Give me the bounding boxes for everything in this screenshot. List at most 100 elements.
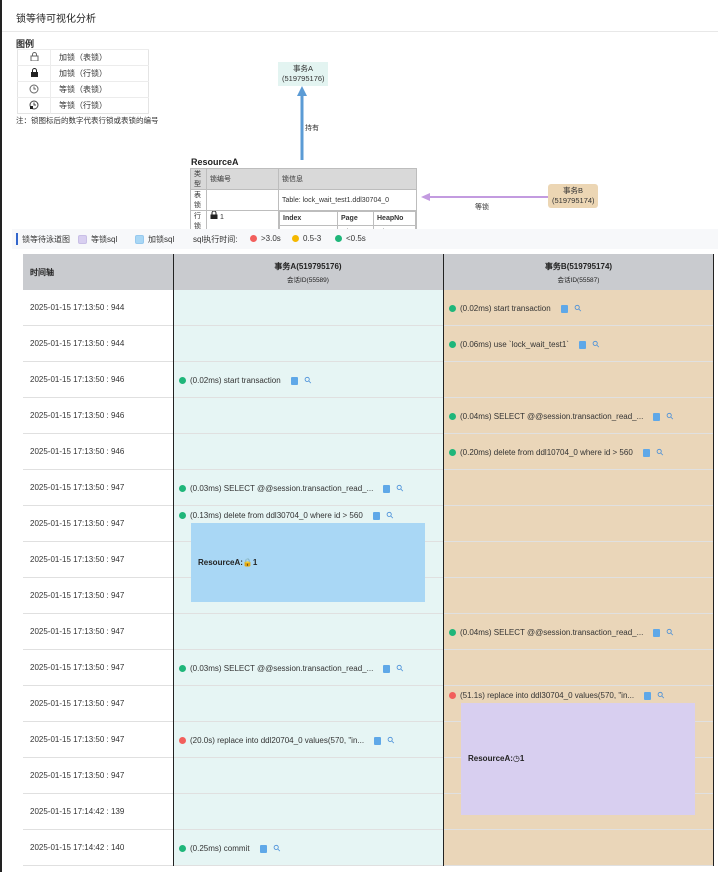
legend-label: 等锁（表锁） bbox=[50, 81, 149, 98]
copy-icon[interactable] bbox=[259, 844, 267, 853]
green-status-dot-icon bbox=[179, 665, 186, 672]
copy-icon[interactable] bbox=[653, 412, 661, 421]
timestamp: 2025-01-15 17:13:50 : 947 bbox=[30, 519, 125, 528]
legend-title: 图例 bbox=[16, 39, 35, 49]
table-lock-info: Table: lock_wait_test1.ddl30704_0 bbox=[278, 189, 417, 211]
sql-text: (20.0s) replace into ddl20704_0 values(5… bbox=[190, 736, 365, 745]
row-wait-icon bbox=[17, 97, 51, 114]
copy-icon[interactable] bbox=[372, 511, 380, 520]
header-num: 锁编号 bbox=[206, 168, 279, 190]
red-dot-icon bbox=[250, 235, 257, 242]
green-dot-icon bbox=[335, 235, 342, 242]
swimlane-title-text: 锁等待泳道图 bbox=[22, 235, 70, 244]
wait-sql-swatch bbox=[78, 235, 87, 244]
transaction-a-node[interactable]: 事务A(519795176) bbox=[278, 62, 328, 86]
lock-resource-box[interactable]: ResourceA:🔒1 bbox=[191, 523, 425, 603]
sql-text: (0.04ms) SELECT @@session.transaction_re… bbox=[460, 412, 644, 421]
timestamp: 2025-01-15 17:13:50 : 947 bbox=[30, 771, 125, 780]
green-status-dot-icon bbox=[449, 305, 456, 312]
wait-resource-box[interactable]: ResourceA:◷1 bbox=[461, 703, 695, 815]
legend-row: 等锁（表锁） bbox=[17, 81, 149, 98]
copy-icon[interactable] bbox=[644, 691, 652, 700]
sql-statement[interactable]: (51.1s) replace into ddl30704_0 values(5… bbox=[449, 689, 667, 701]
copy-icon[interactable] bbox=[374, 736, 382, 745]
timeline-row: 2025-01-15 17:13:50 : 947 bbox=[23, 470, 714, 506]
timestamp: 2025-01-15 17:13:50 : 947 bbox=[30, 591, 125, 600]
red-status-dot-icon bbox=[449, 692, 456, 699]
section-marker bbox=[16, 233, 18, 245]
legend-label: 加锁（行锁） bbox=[50, 65, 149, 82]
wait-arrow bbox=[421, 193, 430, 201]
copy-icon[interactable] bbox=[642, 448, 650, 457]
swimlane-header: 时间轴 事务A(519795176)会话ID(55589) 事务B(519795… bbox=[23, 254, 714, 290]
timestamp: 2025-01-15 17:13:50 : 947 bbox=[30, 627, 125, 636]
swimlane-legend-bar: 锁等待泳道图 等锁sql 加锁sql sql执行时间: >3.0s 0.5-3 … bbox=[12, 229, 718, 249]
mid-legend: 0.5-3 bbox=[292, 234, 321, 243]
wait-sql-legend: 等锁sql bbox=[78, 234, 117, 245]
table-lock-num bbox=[206, 189, 279, 211]
hold-edge-label: 持有 bbox=[305, 125, 319, 132]
timeline-row: 2025-01-15 17:13:50 : 947 bbox=[23, 650, 714, 686]
sql-statement[interactable]: (0.03ms) SELECT @@session.transaction_re… bbox=[179, 482, 406, 494]
sub-header-index: Index bbox=[279, 211, 338, 226]
timeline-row: 2025-01-15 17:13:50 : 947 bbox=[23, 758, 714, 794]
sql-statement[interactable]: (0.04ms) SELECT @@session.transaction_re… bbox=[449, 626, 676, 638]
timeline-row: 2025-01-15 17:13:50 : 947 bbox=[23, 578, 714, 614]
timestamp: 2025-01-15 17:13:50 : 944 bbox=[30, 339, 125, 348]
copy-icon[interactable] bbox=[653, 628, 661, 637]
yellow-dot-icon bbox=[292, 235, 299, 242]
copy-icon[interactable] bbox=[578, 340, 586, 349]
row-lock-num: 1 bbox=[219, 214, 224, 221]
sql-statement[interactable]: (0.25ms) commit⚲ bbox=[179, 842, 282, 854]
resource-title: ResourceA bbox=[191, 157, 239, 167]
copy-icon[interactable] bbox=[560, 304, 568, 313]
timeline-row: 2025-01-15 17:14:42 : 140 bbox=[23, 830, 714, 866]
timeline-row: 2025-01-15 17:13:50 : 947 bbox=[23, 722, 714, 758]
resource-box-label: ResourceA:🔒1 bbox=[198, 557, 258, 567]
timestamp: 2025-01-15 17:14:42 : 139 bbox=[30, 807, 125, 816]
legend-row: 加锁（行锁） bbox=[17, 65, 149, 82]
exec-time-label: sql执行时间: bbox=[193, 234, 237, 245]
timestamp: 2025-01-15 17:13:50 : 946 bbox=[30, 447, 125, 456]
sql-statement[interactable]: (0.03ms) SELECT @@session.transaction_re… bbox=[179, 662, 406, 674]
timeline-row: 2025-01-15 17:13:50 : 947 bbox=[23, 614, 714, 650]
sql-statement[interactable]: (20.0s) replace into ddl20704_0 values(5… bbox=[179, 734, 397, 746]
red-status-dot-icon bbox=[179, 737, 186, 744]
green-status-dot-icon bbox=[179, 377, 186, 384]
copy-icon[interactable] bbox=[383, 664, 391, 673]
transaction-a-header: 事务A(519795176)会话ID(55589) bbox=[173, 261, 443, 284]
tx-b-name: 事务B(519795174) bbox=[544, 262, 613, 271]
tx-b-session: 会话ID(55587) bbox=[557, 277, 600, 284]
sql-statement[interactable]: (0.13ms) delete from ddl30704_0 where id… bbox=[179, 509, 396, 521]
timeline-row: 2025-01-15 17:13:50 : 946 bbox=[23, 362, 714, 398]
swimlane-title: 锁等待泳道图 bbox=[22, 234, 70, 245]
legend-note: 注：锁图标后的数字代表行锁或表锁的编号 bbox=[16, 116, 159, 125]
legend-row: 等锁（行锁） bbox=[17, 97, 149, 114]
timestamp: 2025-01-15 17:13:50 : 946 bbox=[30, 411, 125, 420]
sql-statement[interactable]: (0.06ms) use `lock_wait_test1`⚲ bbox=[449, 338, 602, 350]
green-status-dot-icon bbox=[449, 413, 456, 420]
sql-statement[interactable]: (0.02ms) start transaction⚲ bbox=[179, 374, 314, 386]
wait-sql-label: 等锁sql bbox=[91, 235, 118, 244]
sql-statement[interactable]: (0.04ms) SELECT @@session.transaction_re… bbox=[449, 410, 676, 422]
swimlane-table: 时间轴 事务A(519795176)会话ID(55589) 事务B(519795… bbox=[23, 254, 714, 866]
time-axis-header: 时间轴 bbox=[30, 268, 54, 277]
lane-divider bbox=[713, 254, 714, 866]
timeline-row: 2025-01-15 17:13:50 : 944 bbox=[23, 290, 714, 326]
copy-icon[interactable] bbox=[290, 376, 298, 385]
timeline-row: 2025-01-15 17:13:50 : 944 bbox=[23, 326, 714, 362]
sql-statement[interactable]: (0.20ms) delete from ddl10704_0 where id… bbox=[449, 446, 666, 458]
sql-text: (0.03ms) SELECT @@session.transaction_re… bbox=[190, 484, 374, 493]
node-id: (519795176) bbox=[282, 74, 325, 83]
resource-box-label: ResourceA:◷1 bbox=[468, 753, 525, 763]
page-title: 锁等待可视化分析 bbox=[16, 14, 96, 25]
copy-icon[interactable] bbox=[383, 484, 391, 493]
lane-divider bbox=[173, 254, 174, 866]
sql-statement[interactable]: (0.02ms) start transaction⚲ bbox=[449, 302, 584, 314]
sub-header-heapno: HeapNo bbox=[373, 211, 416, 226]
green-status-dot-icon bbox=[179, 845, 186, 852]
header-info: 锁信息 bbox=[278, 168, 417, 190]
tx-a-name: 事务A(519795176) bbox=[274, 262, 342, 271]
timestamp: 2025-01-15 17:13:50 : 944 bbox=[30, 303, 125, 312]
transaction-b-node[interactable]: 事务B(519795174) bbox=[548, 184, 598, 208]
